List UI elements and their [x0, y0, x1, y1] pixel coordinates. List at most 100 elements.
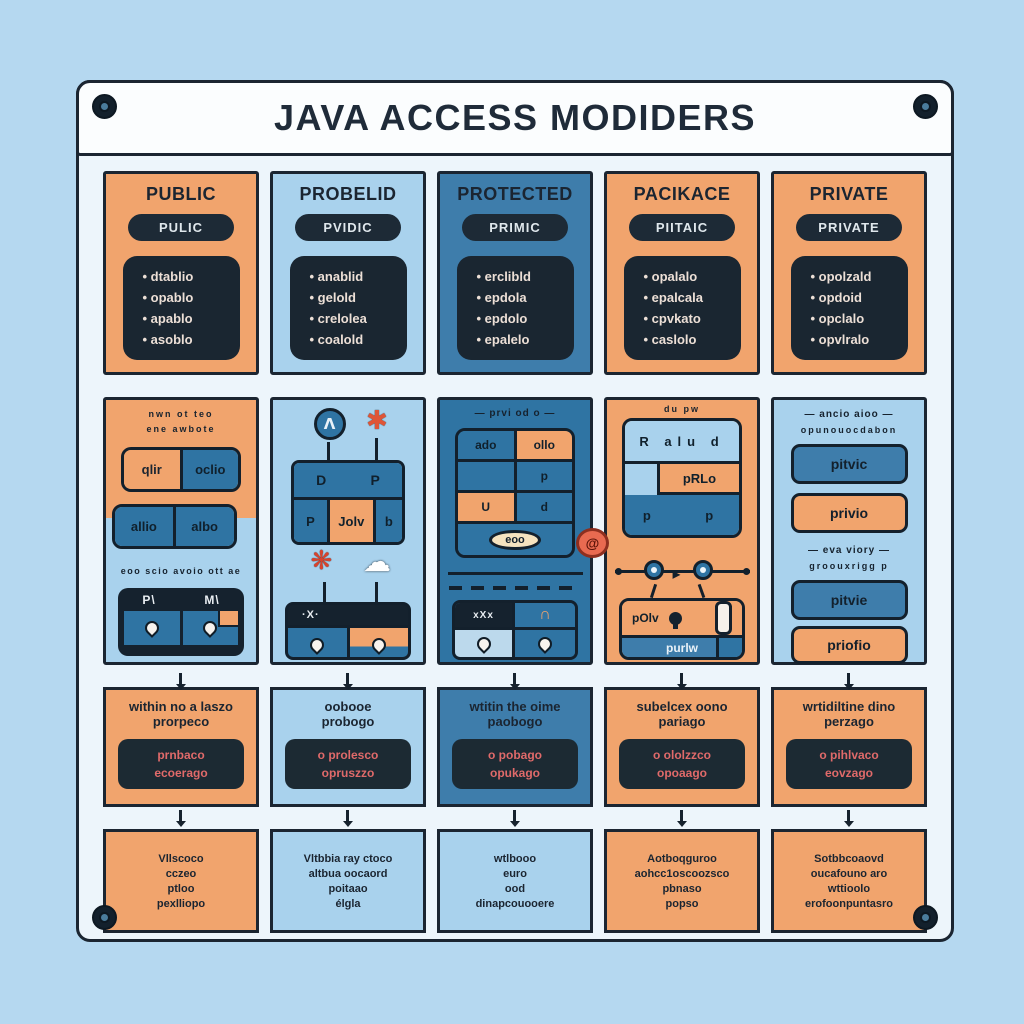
- note-box-public: Vllscoco cczeo ptloo pexlliopo: [103, 829, 259, 933]
- header-card-public: PUBLIC PULIC dtablio opablo apablo asobl…: [103, 171, 259, 375]
- orange-corner: [218, 611, 238, 627]
- table-cell: [458, 462, 517, 490]
- note-line: élgla: [335, 897, 361, 910]
- scope-box-protected: wtitin the oime paobogo o pobago opukago: [437, 673, 593, 821]
- table-cell: P: [294, 500, 330, 542]
- diagram-button: pitvie: [790, 580, 908, 620]
- note-box-probelid: Vltbbia ray ctoco altbua oocaord poitaao…: [270, 829, 426, 933]
- connector-arrow: [513, 810, 516, 821]
- bullet-item: opablo: [143, 290, 232, 305]
- screw-inner: [99, 912, 110, 923]
- scope-tag: o prolesco: [317, 747, 379, 762]
- card-cell: [515, 630, 575, 657]
- diagram-caption: nwn ot teo: [148, 409, 214, 419]
- modifier-pill: PULIC: [127, 214, 235, 241]
- table-row: p: [458, 462, 572, 493]
- rail-line: [614, 570, 750, 573]
- stem-line: [375, 438, 378, 460]
- stem-line: [322, 582, 326, 602]
- divider-line: [447, 572, 583, 575]
- bullet-list: opolzald opdoid opclalo opvlralo: [790, 256, 908, 360]
- bullet-item: gelold: [310, 290, 399, 305]
- diagram-card: pOlv purlw: [619, 598, 745, 660]
- connector-arrow: [680, 673, 683, 684]
- card-cells: [288, 625, 408, 657]
- diagram-caption: opunouocdabon: [800, 425, 898, 435]
- bullet-item: crelolea: [310, 311, 399, 326]
- diagram-button: priofio: [790, 626, 908, 664]
- connector-arrow: [680, 810, 683, 821]
- bullet-item: apablo: [143, 311, 232, 326]
- card-cell: [288, 628, 350, 657]
- screw-inner: [920, 101, 931, 112]
- arch-glyph: ∩: [539, 606, 551, 623]
- cursor-pin-icon: [307, 635, 328, 655]
- table-body-row: P Jolv b: [294, 500, 402, 542]
- note-line: altbua oocaord: [308, 867, 388, 880]
- diagram-private: — ancio aioo — opunouocdabon pitvic priv…: [771, 397, 927, 665]
- note-line: Vllscoco: [158, 852, 204, 865]
- card-cells: [124, 611, 238, 645]
- modifier-pill: PVIDIC: [294, 214, 402, 241]
- diagram-caption: ene awbote: [146, 424, 216, 434]
- screw-icon: [92, 905, 117, 930]
- diagram-protected: — prvi od o — ado ollo p U d eoo: [437, 397, 609, 665]
- scope-heading: wtitin the oime: [469, 699, 561, 714]
- table-cell: qlir: [124, 450, 180, 489]
- note-line: pexlliopo: [156, 897, 206, 910]
- diagram-probelid: Λ ✱ D P P Jolv b ❋ ☁ ·X·: [270, 397, 426, 665]
- diagram-card: P\ M\: [118, 588, 244, 656]
- note-line: poitaao: [328, 882, 368, 895]
- diagram-table: allio albo: [112, 504, 237, 549]
- connector-arrow: [847, 673, 850, 684]
- note-line: popso: [665, 897, 699, 910]
- table-cell: allio: [115, 507, 173, 546]
- table-cell: d: [516, 493, 572, 521]
- diagram-divider-caption: eoo scio avoio ott ae: [120, 566, 242, 576]
- scope-pill: o pobago opukago: [452, 738, 578, 789]
- dashed-line: [449, 586, 581, 590]
- note-line: ptloo: [167, 882, 195, 895]
- card-bottom-label: purlw: [666, 640, 698, 655]
- note-line: ood: [504, 882, 526, 895]
- column-title: PROTECTED: [457, 184, 573, 204]
- table-row: eoo: [458, 524, 572, 555]
- scope-tag: o ololzzco: [653, 747, 711, 762]
- poster-board: JAVA ACCESS MODIDERS PUBLIC PULIC dtabli…: [76, 80, 954, 942]
- at-badge-icon: @: [576, 528, 609, 558]
- scope-pill: o prolesco opruszzo: [285, 738, 411, 789]
- keyhole-icon: [668, 611, 682, 629]
- card-labels: P\ M\: [118, 588, 244, 611]
- diagram-table: D P P Jolv b: [291, 460, 405, 545]
- bullet-item: dtablio: [143, 269, 232, 284]
- diagram-caption: — prvi od o —: [474, 408, 556, 419]
- stem-line: [327, 442, 330, 460]
- column-title: PUBLIC: [146, 184, 216, 204]
- bullet-item: opvlralo: [811, 332, 900, 347]
- table-cell: oclio: [182, 450, 238, 489]
- bullet-item: epalelo: [477, 332, 566, 347]
- note-line: wtlbooo: [493, 852, 537, 865]
- modifier-pill: PRIMIC: [461, 214, 569, 241]
- note-box-private: Sotbbcoaovd oucafouno aro wttioolo erofo…: [771, 829, 927, 933]
- card-top-label: pOlv: [632, 611, 659, 625]
- connector-arrow: [346, 810, 349, 821]
- table-cell: ollo: [516, 431, 572, 459]
- card-header: ·X·: [288, 605, 408, 625]
- diagram-caption: — eva viory —: [808, 545, 890, 556]
- globe-icon: Λ: [313, 408, 346, 440]
- card-top-band: pOlv: [622, 601, 742, 635]
- bullet-item: anablid: [310, 269, 399, 284]
- toggle-pill-icon: [715, 601, 732, 635]
- page-title: JAVA ACCESS MODIDERS: [273, 97, 757, 138]
- card-header-label: xXx: [473, 609, 494, 621]
- scope-box-pacikace: subelcex oono pariago o ololzzco opoaago: [604, 673, 760, 821]
- bullet-item: epalcala: [644, 290, 733, 305]
- table-cell: ado: [458, 431, 517, 459]
- note-line: cczeo: [165, 867, 197, 880]
- card-cell: [182, 611, 238, 645]
- connector-arrow: [346, 673, 349, 684]
- scope-tag: o pihlvaco: [819, 747, 879, 762]
- diagram-caption: du pw: [664, 404, 700, 414]
- connector-arrow: [847, 810, 850, 821]
